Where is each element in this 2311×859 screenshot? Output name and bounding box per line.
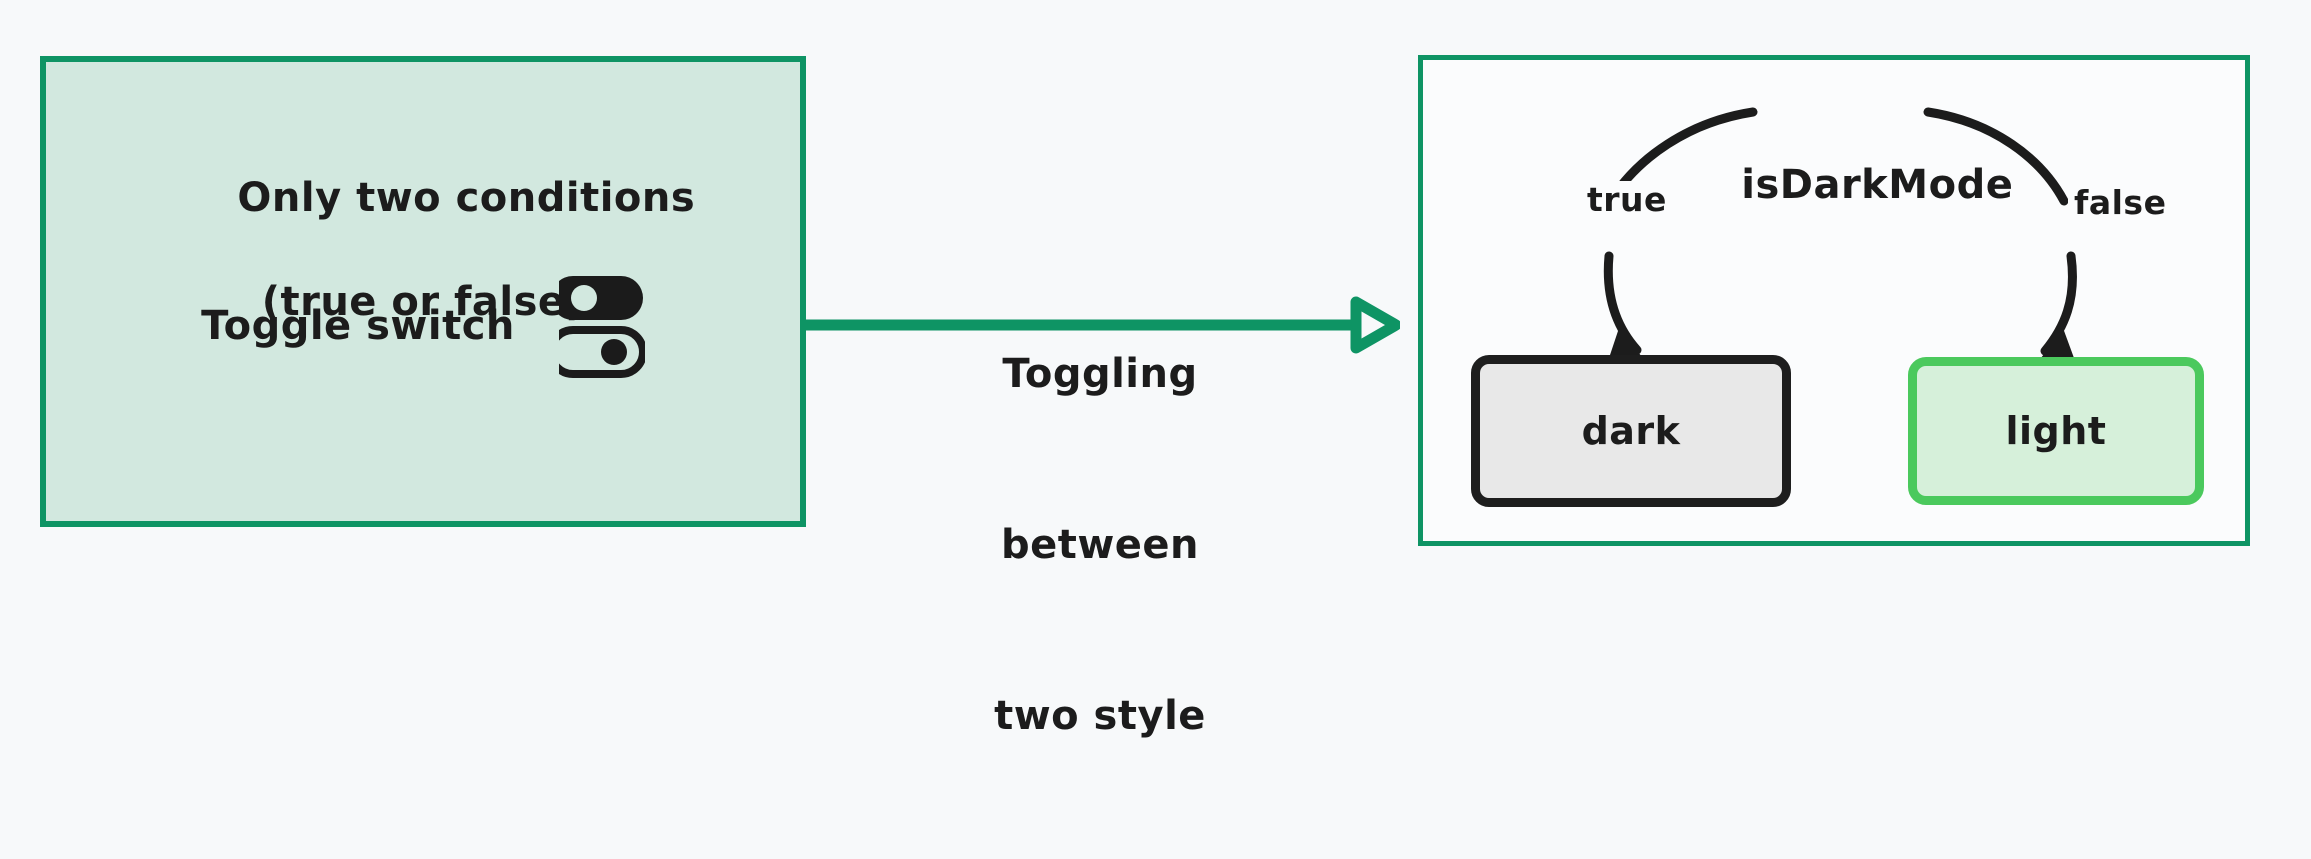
- false-branch-arrowhead-icon: [2041, 328, 2074, 358]
- toggle-switch-label: Toggle switch: [201, 303, 515, 349]
- connector-arrow: [804, 296, 1400, 354]
- connector-label-line-1: Toggling: [930, 346, 1270, 403]
- dark-mode-label: dark: [1581, 409, 1681, 453]
- arrow-right-open-head-icon: [1350, 296, 1400, 354]
- toggle-switch-double-icon: [558, 276, 645, 378]
- light-mode-label: light: [2005, 409, 2107, 453]
- toggle-switch-row: Toggle switch: [46, 274, 800, 378]
- light-mode-box[interactable]: light: [1908, 357, 2204, 505]
- branch-label-true: true: [1581, 181, 1673, 219]
- right-panel: isDarkMode true false dark light: [1418, 55, 2250, 546]
- dark-mode-box[interactable]: dark: [1471, 355, 1791, 507]
- branch-arrows: [1603, 107, 2077, 358]
- diagram-canvas: Only two conditions (true or false) Togg…: [40, 55, 2250, 739]
- branch-label-false: false: [2068, 184, 2173, 222]
- true-branch-curve-lower: [1603, 251, 1642, 355]
- true-branch-arrowhead-icon: [1609, 328, 1642, 358]
- false-branch-curve-lower: [2040, 251, 2077, 356]
- connector-label-line-2: between: [930, 517, 1270, 574]
- left-panel: Only two conditions (true or false) Togg…: [40, 56, 806, 527]
- connector-label-line-3: two style: [930, 688, 1270, 745]
- connector-label: Toggling between two style: [930, 232, 1270, 859]
- heading-line-1: Only two conditions: [237, 175, 696, 221]
- variable-label: isDarkMode: [1423, 116, 2245, 254]
- false-branch-curve-upper: [1923, 107, 2069, 206]
